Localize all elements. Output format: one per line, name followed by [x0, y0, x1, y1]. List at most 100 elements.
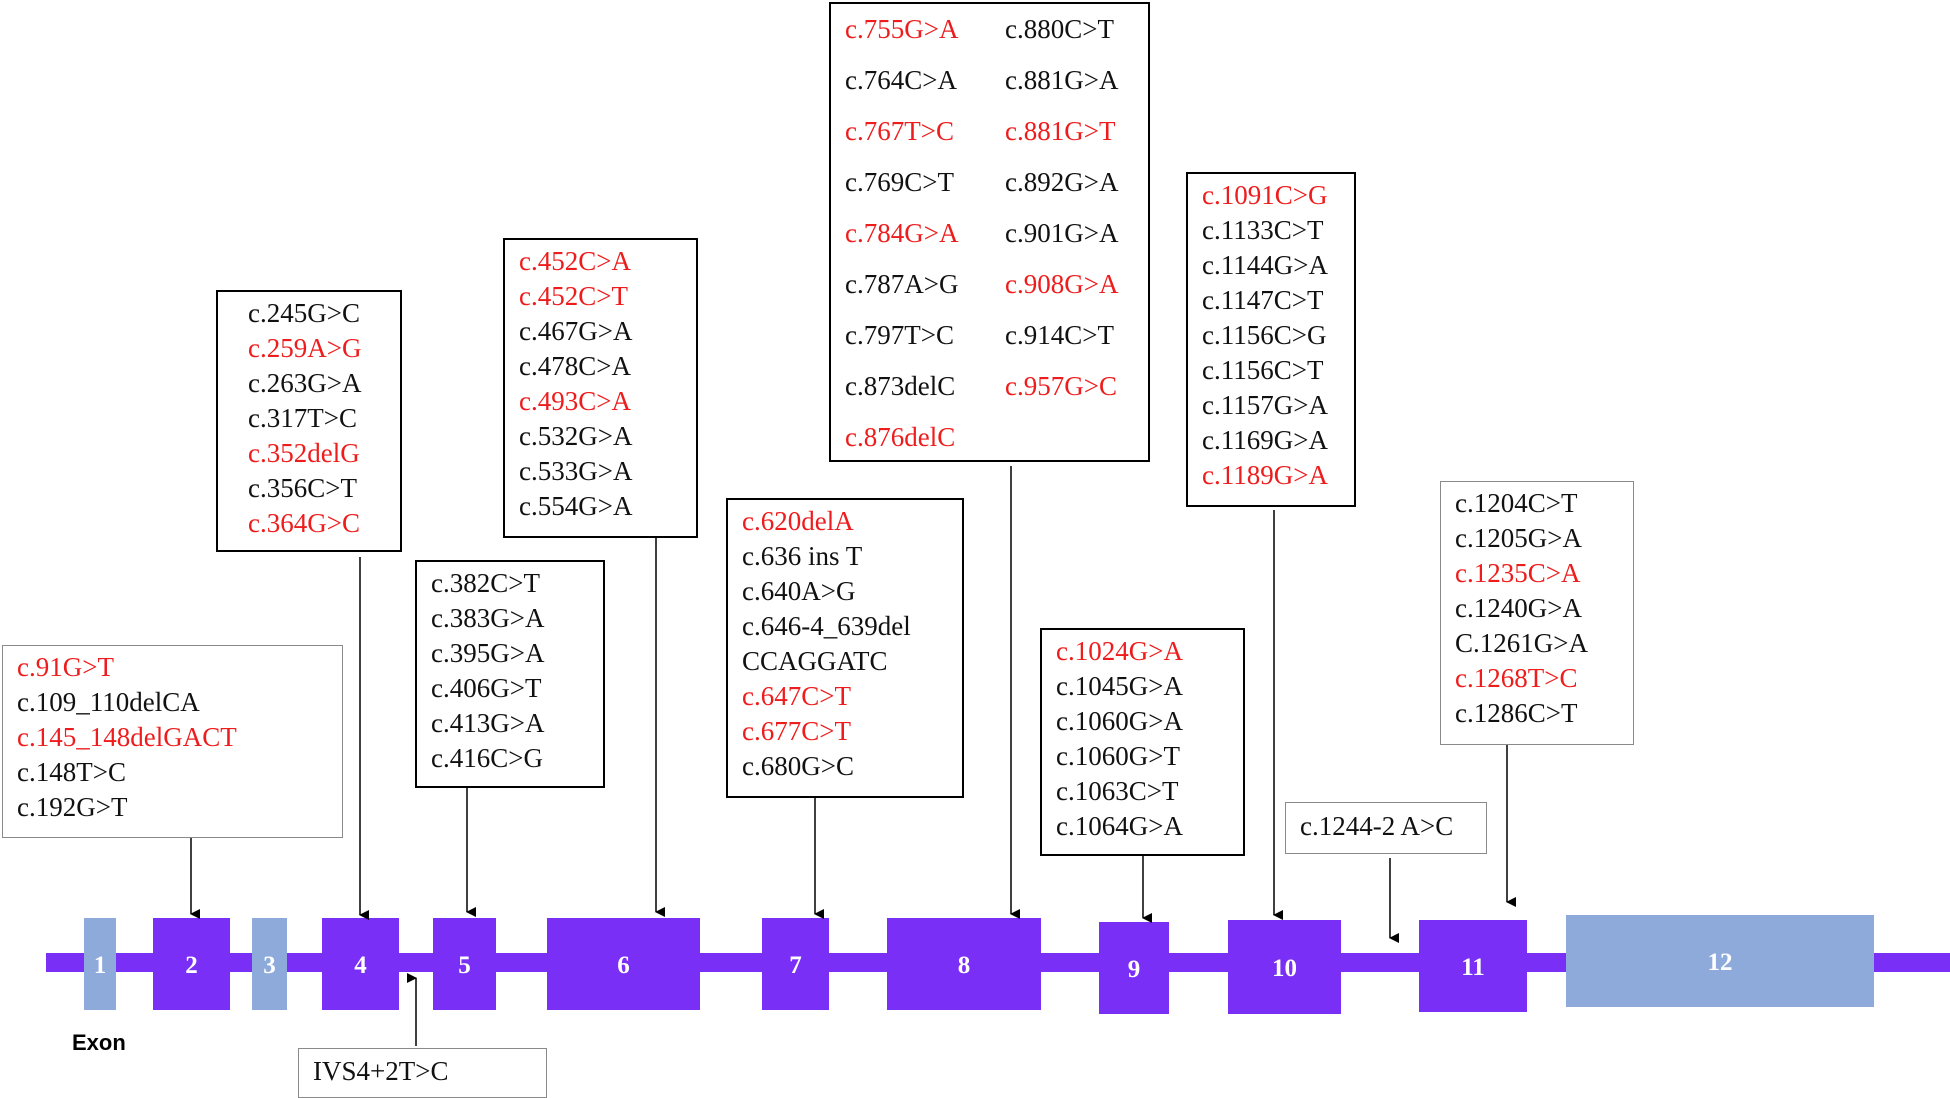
exon-number-label: 4	[354, 952, 367, 979]
exon-4	[322, 918, 399, 1010]
exon-6	[547, 918, 700, 1010]
variant-label: c.1064G>A	[1056, 811, 1183, 841]
variant-label: c.880C>T	[1005, 14, 1114, 44]
variant-label: c.1060G>A	[1056, 706, 1183, 736]
exon-1	[84, 918, 116, 1010]
variant-label: c.382C>T	[431, 568, 540, 598]
variant-box-intron-4: IVS4+2T>C	[298, 1048, 547, 1098]
variant-label: c.148T>C	[17, 757, 126, 787]
variant-label: c.1060G>T	[1056, 741, 1180, 771]
variant-label: c.957G>C	[1005, 371, 1117, 401]
variant-label: c.245G>C	[248, 298, 360, 328]
variant-box-exon-4: c.245G>C c.259A>G c.263G>A c.317T>C c.35…	[216, 290, 402, 552]
variant-label: c.680G>C	[742, 751, 854, 781]
variant-label: c.317T>C	[248, 403, 357, 433]
exon-number-label: 12	[1708, 949, 1733, 976]
variant-label: c.1147C>T	[1202, 285, 1324, 315]
variant-label: c.1235C>A	[1455, 558, 1581, 588]
variant-label: c.533G>A	[519, 456, 633, 486]
variant-label: c.677C>T	[742, 716, 851, 746]
variant-label: c.1205G>A	[1455, 523, 1582, 553]
variant-label: c.1240G>A	[1455, 593, 1582, 623]
variant-label: IVS4+2T>C	[313, 1056, 449, 1086]
variant-label: c.1169G>A	[1202, 425, 1328, 455]
variant-label: c.769C>T	[845, 167, 954, 197]
exon-number-label: 8	[958, 952, 971, 979]
variant-box-exon-10: c.1091C>G c.1133C>T c.1144G>A c.1147C>T …	[1186, 172, 1356, 507]
exon-9	[1099, 922, 1169, 1014]
variant-label: c.1157G>A	[1202, 390, 1328, 420]
variant-label: c.1268T>C	[1455, 663, 1578, 693]
variant-label: c.787A>G	[845, 269, 959, 299]
variant-label: c.620delA	[742, 506, 854, 536]
variant-label: c.1091C>G	[1202, 180, 1328, 210]
variant-box-exon-11: c.1204C>T c.1205G>A c.1235C>A c.1240G>A …	[1440, 481, 1634, 745]
variant-label: c.1133C>T	[1202, 215, 1324, 245]
variant-box-exon-2: c.91G>T c.109_110delCA c.145_148delGACT …	[2, 645, 343, 838]
variant-label: c.873delC	[845, 371, 956, 401]
variant-label: c.764C>A	[845, 65, 957, 95]
variant-label: c.1156C>G	[1202, 320, 1327, 350]
variant-label: c.364G>C	[248, 508, 360, 538]
variant-label: c.1045G>A	[1056, 671, 1183, 701]
variant-label: c.876delC	[845, 422, 956, 452]
variant-label: c.1286C>T	[1455, 698, 1578, 728]
variant-label: c.416C>G	[431, 743, 543, 773]
variant-label: c.784G>A	[845, 218, 959, 248]
variant-label: c.892G>A	[1005, 167, 1119, 197]
variant-label: c.467G>A	[519, 316, 633, 346]
variant-box-exon-7: c.620delA c.636 ins T c.640A>G c.646-4_6…	[726, 498, 964, 798]
variant-label: c.352delG	[248, 438, 360, 468]
exon-number-label: 10	[1272, 955, 1297, 982]
variant-label: C.1261G>A	[1455, 628, 1588, 658]
variant-label: c.452C>A	[519, 246, 631, 276]
variant-label: c.493C>A	[519, 386, 631, 416]
variant-label: c.1144G>A	[1202, 250, 1328, 280]
exon-2	[153, 918, 230, 1010]
variant-label: c.914C>T	[1005, 320, 1114, 350]
exon-number-label: 6	[617, 952, 630, 979]
exon-number-label: 7	[789, 952, 802, 979]
exon-number-label: 3	[263, 952, 276, 979]
exon-8	[887, 918, 1041, 1010]
variant-label: CCAGGATC	[742, 646, 888, 676]
variant-label: c.452C>T	[519, 281, 628, 311]
variant-label: c.145_148delGACT	[17, 722, 237, 752]
variant-grid: c.755G>A c.880C>T c.764C>A c.881G>A c.76…	[845, 4, 1148, 463]
variant-box-exon-8: c.755G>A c.880C>T c.764C>A c.881G>A c.76…	[829, 2, 1150, 462]
variant-label: c.647C>T	[742, 681, 851, 711]
exon-10	[1228, 920, 1341, 1014]
variant-label: c.554G>A	[519, 491, 633, 521]
variant-label: c.901G>A	[1005, 218, 1119, 248]
variant-label: c.767T>C	[845, 116, 954, 146]
variant-label: c.797T>C	[845, 320, 954, 350]
variant-label: c.259A>G	[248, 333, 362, 363]
variant-label: c.532G>A	[519, 421, 633, 451]
variant-box-exon-6: c.452C>A c.452C>T c.467G>A c.478C>A c.49…	[503, 238, 698, 538]
variant-label: c.356C>T	[248, 473, 357, 503]
variant-label: c.91G>T	[17, 652, 114, 682]
exon-legend-label: Exon	[72, 1030, 126, 1055]
variant-label: c.263G>A	[248, 368, 362, 398]
exon-12	[1566, 915, 1874, 1007]
arrow-layer	[190, 466, 1516, 1046]
exon-number-label: 5	[458, 952, 471, 979]
exon-number-label: 11	[1461, 954, 1485, 981]
variant-box-exon-5: c.382C>T c.383G>A c.395G>A c.406G>T c.41…	[415, 560, 605, 788]
variant-label: c.413G>A	[431, 708, 545, 738]
variant-label: c.406G>T	[431, 673, 542, 703]
exon-number-label: 9	[1128, 956, 1141, 983]
exon-3	[252, 918, 287, 1010]
variant-label: c.192G>T	[17, 792, 128, 822]
variant-label: c.646-4_639del	[742, 611, 911, 641]
variant-box-intron-10: c.1244-2 A>C	[1285, 802, 1487, 854]
variant-label: c.1156C>T	[1202, 355, 1324, 385]
variant-label: c.908G>A	[1005, 269, 1119, 299]
variant-label: c.1024G>A	[1056, 636, 1183, 666]
variant-label: c.636 ins T	[742, 541, 863, 571]
variant-label: c.109_110delCA	[17, 687, 200, 717]
exon-number-label: 1	[94, 952, 107, 979]
